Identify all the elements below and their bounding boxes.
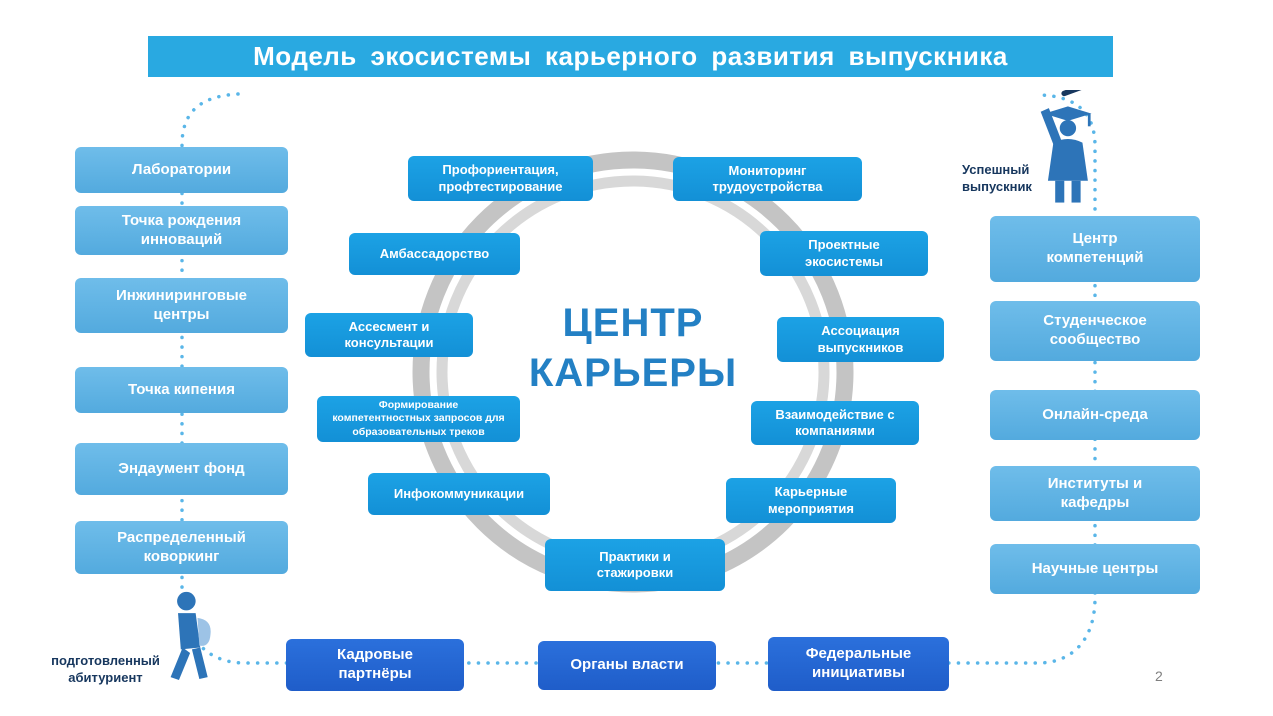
- right-node-institutes-departments: Институты и кафедры: [990, 466, 1200, 521]
- ring-node-company-interaction: Взаимодействие с компаниями: [751, 401, 919, 445]
- dotted-connector: [180, 92, 1097, 665]
- ring-node-internships: Практики и стажировки: [545, 539, 725, 591]
- graduate-label: Успешный выпускник: [962, 162, 1032, 194]
- right-node-student-community: Студенческое сообщество: [990, 301, 1200, 361]
- bottom-node-authorities: Органы власти: [538, 641, 716, 690]
- ring-node-competence-requests: Формирование компетентностных запросов д…: [317, 396, 520, 442]
- applicant-label: подготовленный абитуриент: [51, 653, 160, 685]
- left-node-endowment-fund: Эндаумент фонд: [75, 443, 288, 495]
- left-node-innovation-birthpoint: Точка рождения инноваций: [75, 206, 288, 255]
- right-node-competence-center: Центр компетенций: [990, 216, 1200, 282]
- ring-node-employment-monitoring: Мониторинг трудоустройства: [673, 157, 862, 201]
- left-node-laboratories: Лаборатории: [75, 147, 288, 193]
- slide-title: Модель экосистемы карьерного развития вы…: [148, 36, 1113, 77]
- page-number: 2: [1155, 668, 1163, 684]
- right-node-science-centers: Научные центры: [990, 544, 1200, 594]
- left-node-distributed-coworking: Распределенный коворкинг: [75, 521, 288, 574]
- left-node-engineering-centers: Инжиниринговые центры: [75, 278, 288, 333]
- ring-node-career-guidance: Профориентация, профтестирование: [408, 156, 593, 201]
- right-node-online-environment: Онлайн-среда: [990, 390, 1200, 440]
- left-node-boiling-point: Точка кипения: [75, 367, 288, 413]
- ring-node-career-events: Карьерные мероприятия: [726, 478, 896, 523]
- ring-node-ambassadorship: Амбассадорство: [349, 233, 520, 275]
- graduate-icon: [1026, 79, 1108, 208]
- applicant-icon: [158, 590, 224, 692]
- ring-node-assessment-consulting: Ассесмент и консультации: [305, 313, 473, 357]
- ring-node-project-ecosystems: Проектные экосистемы: [760, 231, 928, 276]
- career-center-label: ЦЕНТР КАРЬЕРЫ: [528, 301, 738, 395]
- ring-node-alumni-association: Ассоциация выпускников: [777, 317, 944, 362]
- bottom-node-hr-partners: Кадровые партнёры: [286, 639, 464, 691]
- ring-node-infocommunications: Инфокоммуникации: [368, 473, 550, 515]
- bottom-node-federal-initiatives: Федеральные инициативы: [768, 637, 949, 691]
